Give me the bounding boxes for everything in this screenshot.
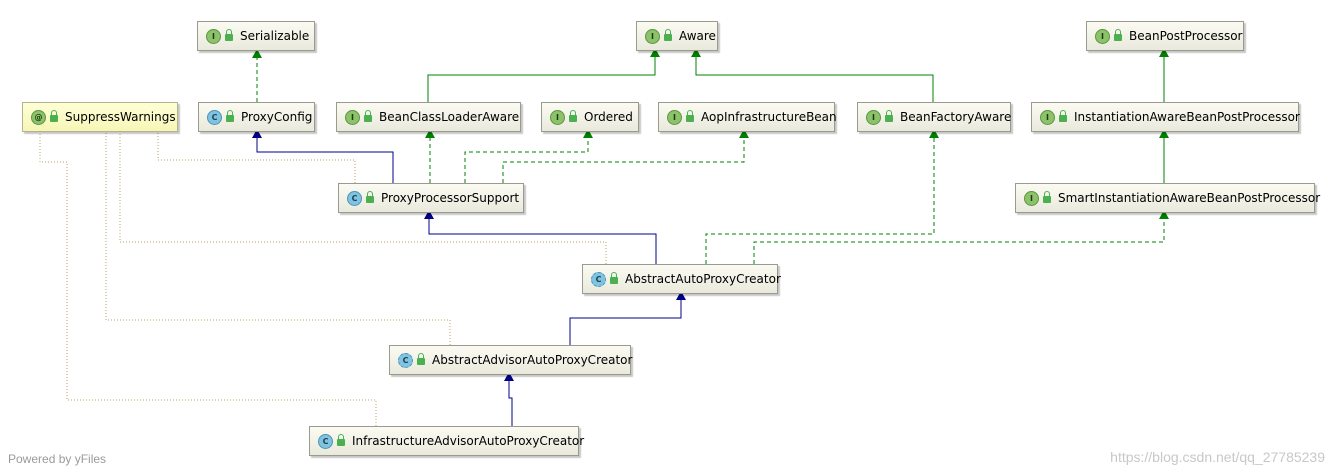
node-bean-factory-aware[interactable]: I BeanFactoryAware: [857, 102, 1011, 132]
node-instantiation-aware-bean-post-processor[interactable]: I InstantiationAwareBeanPostProcessor: [1031, 102, 1300, 132]
annotation-type-icon: @: [31, 109, 46, 125]
node-abstract-auto-proxy-creator[interactable]: C AbstractAutoProxyCreator: [582, 264, 781, 294]
edge-annotated: [39, 132, 377, 426]
interface-type-icon: I: [866, 109, 881, 125]
public-lock-icon: [610, 272, 618, 284]
node-label: AbstractAutoProxyCreator: [625, 272, 781, 286]
public-lock-icon: [225, 29, 233, 41]
node-infrastructure-advisor-auto-proxy-creator[interactable]: C InfrastructureAdvisorAutoProxyCreator: [309, 426, 584, 456]
edge-extends-interface: [691, 48, 934, 102]
node-label: InfrastructureAdvisorAutoProxyCreator: [352, 434, 585, 448]
edge-extends-interface: [427, 48, 660, 102]
node-label: BeanClassLoaderAware: [379, 110, 520, 124]
edge-extends: [424, 210, 657, 264]
node-label: BeanFactoryAware: [900, 110, 1012, 124]
class-type-icon: C: [318, 433, 333, 449]
interface-type-icon: I: [345, 109, 360, 125]
public-lock-icon: [1114, 29, 1122, 41]
class-type-icon: C: [207, 109, 222, 125]
node-proxy-processor-support[interactable]: C ProxyProcessorSupport: [338, 183, 524, 213]
edge-annotated: [157, 132, 356, 183]
public-lock-icon: [226, 110, 234, 122]
node-label: Serializable: [240, 29, 310, 43]
node-label: AbstractAdvisorAutoProxyCreator: [432, 353, 633, 367]
node-smart-instantiation-aware-bean-post-processor[interactable]: I SmartInstantiationAwareBeanPostProcesso…: [1015, 183, 1320, 213]
edge-extends: [252, 129, 394, 183]
node-bean-post-processor[interactable]: I BeanPostProcessor: [1086, 21, 1244, 51]
node-proxy-config[interactable]: C ProxyConfig: [198, 102, 315, 132]
node-label: AopInfrastructureBean: [701, 110, 837, 124]
edge-implements: [464, 129, 593, 183]
abstract-type-icon: C: [591, 271, 606, 287]
public-lock-icon: [366, 191, 374, 203]
node-label: BeanPostProcessor: [1129, 29, 1243, 43]
edge-annotated: [105, 132, 451, 345]
edge-extends: [504, 372, 514, 426]
public-lock-icon: [885, 110, 893, 122]
node-label: ProxyConfig: [241, 110, 313, 124]
interface-type-icon: I: [1095, 28, 1110, 44]
edge-implements: [705, 129, 939, 264]
node-label: SuppressWarnings: [65, 110, 176, 124]
public-lock-icon: [1059, 110, 1067, 122]
abstract-type-icon: C: [398, 352, 413, 368]
edge-annotated: [119, 132, 607, 264]
public-lock-icon: [569, 110, 577, 122]
interface-type-icon: I: [1024, 190, 1039, 206]
interface-type-icon: I: [206, 28, 221, 44]
public-lock-icon: [1043, 191, 1051, 203]
node-suppress-warnings[interactable]: @ SuppressWarnings: [22, 102, 178, 132]
watermark-url: https://blog.csdn.net/qq_27785239: [1110, 449, 1325, 465]
public-lock-icon: [50, 110, 58, 122]
interface-type-icon: I: [550, 109, 565, 125]
node-ordered[interactable]: I Ordered: [541, 102, 639, 132]
public-lock-icon: [417, 353, 425, 365]
public-lock-icon: [686, 110, 694, 122]
node-label: InstantiationAwareBeanPostProcessor: [1074, 110, 1300, 124]
node-aware[interactable]: I Aware: [636, 21, 718, 51]
edge-implements: [753, 210, 1169, 264]
node-abstract-advisor-auto-proxy-creator[interactable]: C AbstractAdvisorAutoProxyCreator: [389, 345, 633, 375]
public-lock-icon: [337, 434, 345, 446]
public-lock-icon: [664, 29, 672, 41]
edge-extends: [569, 291, 686, 345]
node-serializable[interactable]: I Serializable: [197, 21, 315, 51]
interface-type-icon: I: [1040, 109, 1055, 125]
class-type-icon: C: [347, 190, 362, 206]
node-bean-class-loader-aware[interactable]: I BeanClassLoaderAware: [336, 102, 521, 132]
edge-implements: [502, 129, 749, 183]
powered-by-label: Powered by yFiles: [8, 452, 107, 466]
interface-type-icon: I: [645, 28, 660, 44]
node-label: Ordered: [584, 110, 633, 124]
node-label: ProxyProcessorSupport: [381, 191, 520, 205]
node-label: Aware: [679, 29, 716, 43]
public-lock-icon: [364, 110, 372, 122]
node-label: SmartInstantiationAwareBeanPostProcessor: [1058, 191, 1321, 205]
interface-type-icon: I: [667, 109, 682, 125]
node-aop-infrastructure-bean[interactable]: I AopInfrastructureBean: [658, 102, 837, 132]
